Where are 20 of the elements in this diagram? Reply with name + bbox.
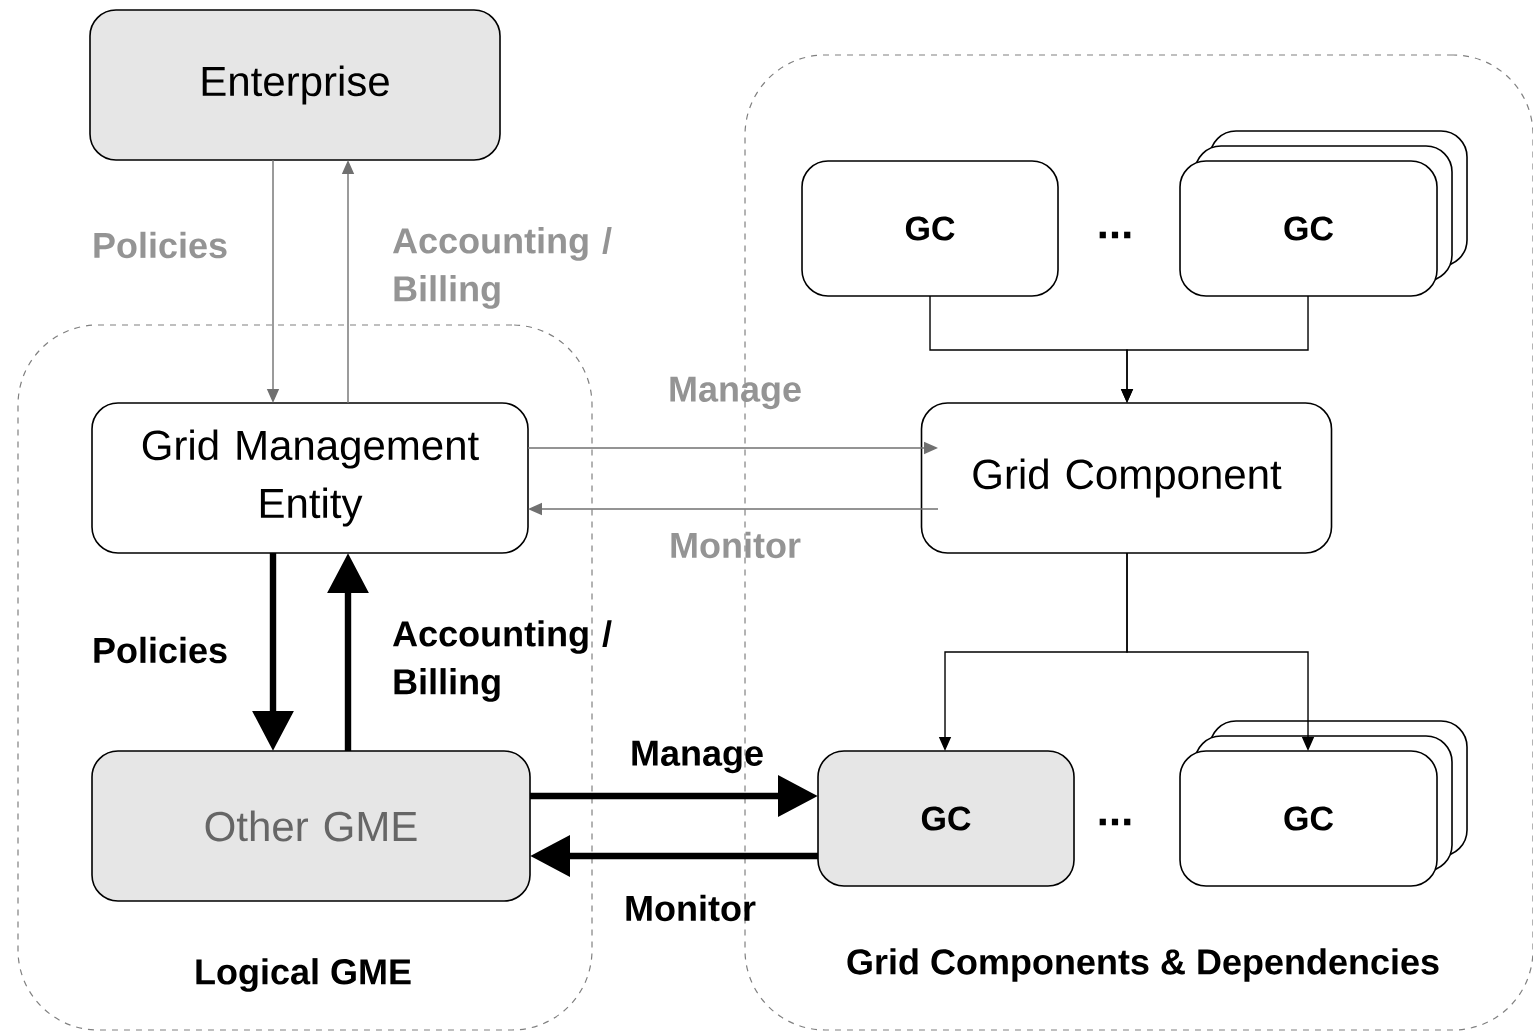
edge-label: Policies bbox=[94, 231, 227, 259]
region-heading: Logical GME bbox=[196, 958, 411, 992]
ellipsis: ... bbox=[1099, 231, 1131, 239]
stacked-boxes: GC bbox=[1179, 720, 1468, 887]
edge-label: Accounting / Billing bbox=[393, 227, 612, 309]
edge-label: Accounting / Billing bbox=[393, 620, 612, 702]
edge-label: Policies bbox=[94, 636, 227, 664]
ellipsis: ... bbox=[1099, 818, 1131, 826]
edge-label: Manage bbox=[670, 376, 801, 410]
edge-label: Monitor bbox=[671, 531, 801, 559]
edge-label: Manage bbox=[632, 740, 763, 774]
region-heading: Grid Components & Dependencies bbox=[847, 948, 1439, 982]
process-box: Enterprise bbox=[89, 9, 501, 161]
component-box: GC bbox=[817, 750, 1075, 887]
stacked-boxes: GC bbox=[1179, 130, 1468, 297]
component-box: GC bbox=[801, 160, 1059, 297]
process-box: Grid Component bbox=[920, 402, 1333, 554]
edge-label: Monitor bbox=[626, 894, 756, 922]
process-box: Other GME bbox=[91, 750, 531, 902]
process-box: Grid Management Entity bbox=[91, 402, 529, 554]
